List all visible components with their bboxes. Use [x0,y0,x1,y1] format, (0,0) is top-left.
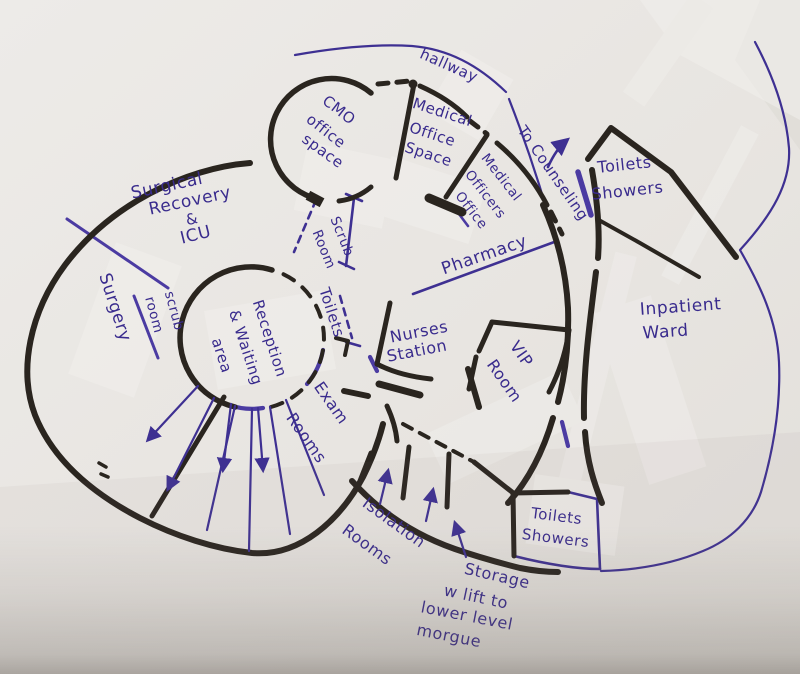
floor-plan-photo: hallway CMO office space Medical Office … [0,0,800,674]
photo-shadow [0,0,800,674]
floor-plan-canvas: hallway CMO office space Medical Office … [0,0,800,674]
